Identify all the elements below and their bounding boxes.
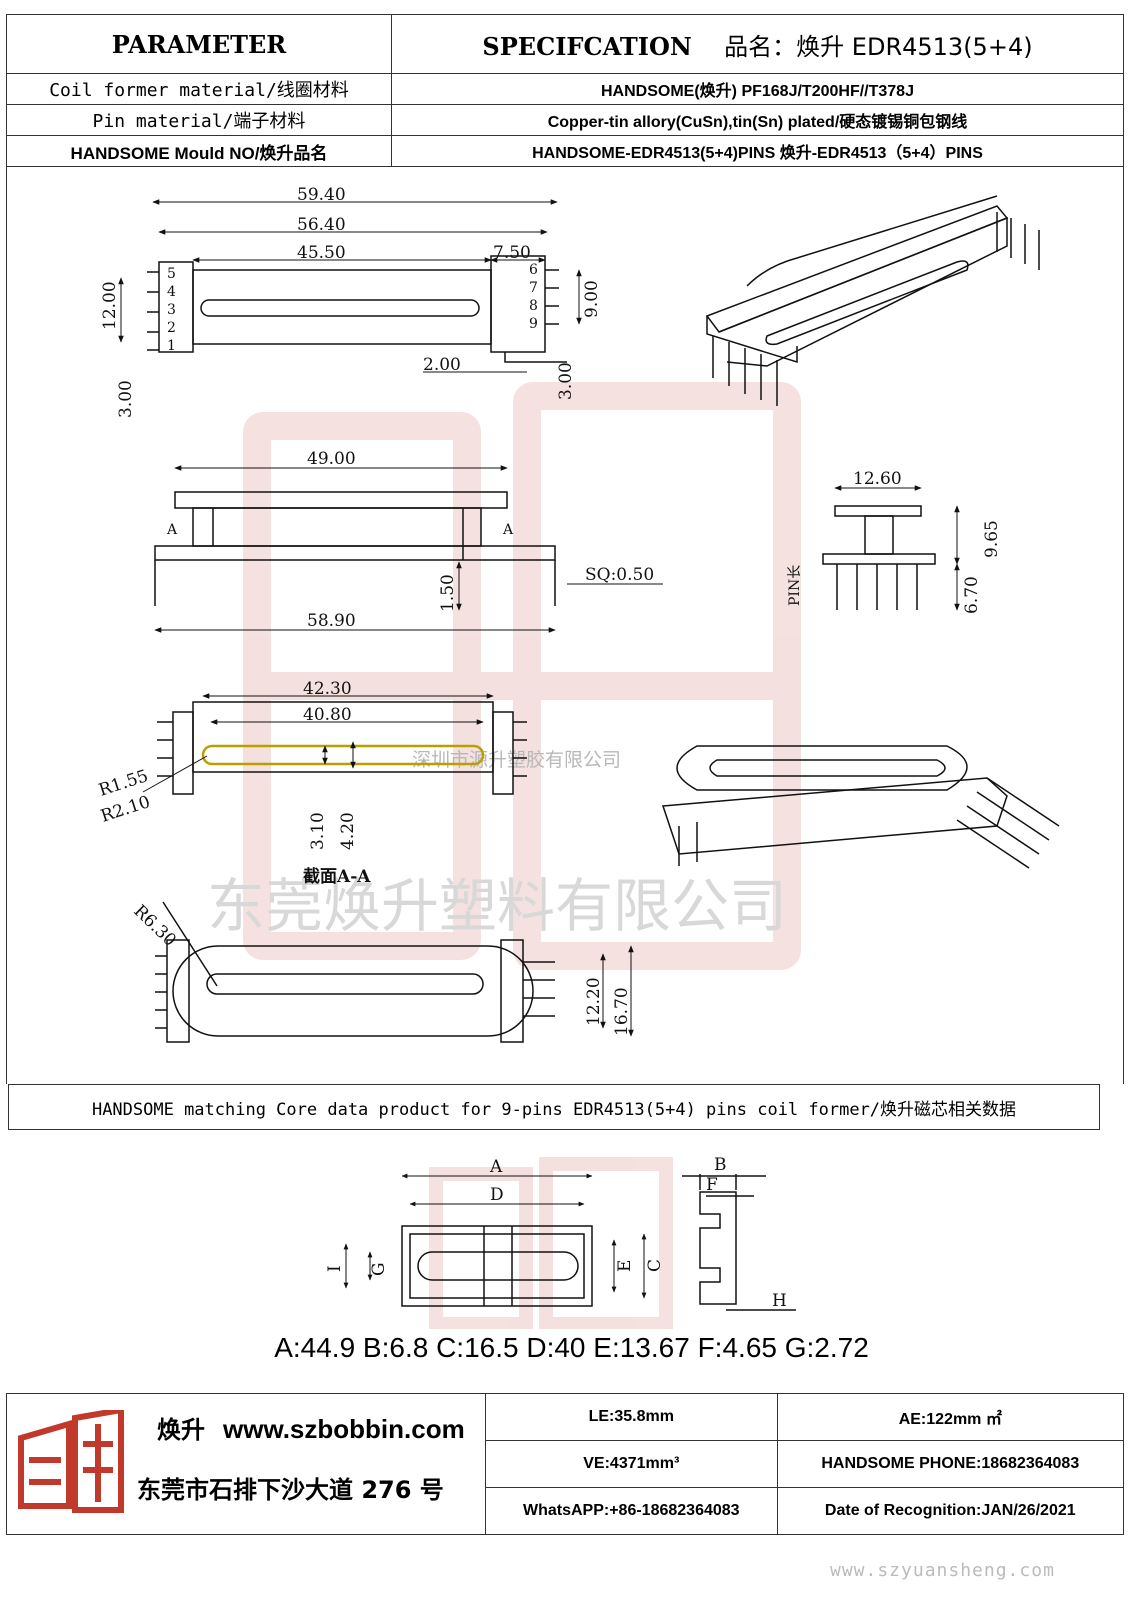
front-view-dimensions <box>154 465 663 633</box>
dim-e: 3.00 <box>116 380 136 418</box>
isometric-view-bottom <box>661 745 1060 869</box>
dim-j: 49.00 <box>307 449 356 469</box>
brand-name: 焕升 <box>157 1416 205 1444</box>
watermark-site: www.szyuansheng.com <box>830 1560 1055 1581</box>
dim-c: 45.50 <box>297 243 346 263</box>
core-letter-d: D <box>490 1185 504 1205</box>
date-value: Date of Recognition:JAN/26/2021 <box>776 1487 1125 1535</box>
core-watermark-logo <box>429 1157 673 1329</box>
pin-material-value: Copper-tin allory(CuSn),tin(Sn) plated/硬… <box>391 104 1124 136</box>
pin-2: 2 <box>167 320 176 336</box>
core-side-view <box>682 1174 796 1311</box>
core-dimensions <box>343 1173 647 1299</box>
core-values: A:44.9 B:6.8 C:16.5 D:40 E:13.67 F:4.65 … <box>274 1332 869 1363</box>
core-letter-a: A <box>489 1157 503 1177</box>
pin-9: 9 <box>529 316 538 332</box>
dim-q: 12.20 <box>584 977 604 1026</box>
top-view-dimensions <box>118 199 582 373</box>
product-name: 品名：焕升 EDR4513(5+4) <box>724 32 1033 61</box>
pin-3: 3 <box>167 302 176 318</box>
dim-t: 12.60 <box>853 469 902 489</box>
bottom-view <box>155 901 555 1043</box>
isometric-view-top <box>705 195 1040 406</box>
dim-b: 56.40 <box>297 215 346 235</box>
footer-table: 焕升 www.szbobbin.com 东莞市石排下沙大道 276 号 LE:35… <box>6 1393 1125 1535</box>
dim-f: 7.50 <box>493 243 531 263</box>
section-labels: 42.30 40.80 R1.55 R2.10 3.10 4.20 截面A-A <box>96 679 371 887</box>
dim-g: 9.00 <box>582 280 602 318</box>
section-marker-right: A <box>502 522 514 538</box>
company-address: 东莞市石排下沙大道 276 号 <box>137 1476 444 1504</box>
core-letter-g: G <box>369 1262 389 1276</box>
le-value: LE:35.8mm <box>485 1393 778 1441</box>
core-letter-i: I <box>325 1265 345 1272</box>
pin-5: 5 <box>167 266 176 282</box>
pin-1: 1 <box>167 338 176 354</box>
watermark-company: 东莞焕升塑料有限公司 <box>207 872 787 940</box>
core-letter-c: C <box>645 1259 665 1272</box>
core-drawing: A B C D E F G H I <box>325 1155 796 1329</box>
dim-p: 4.20 <box>338 812 358 850</box>
side-view <box>822 505 936 610</box>
dim-o: 3.10 <box>308 812 328 850</box>
dim-n: 40.80 <box>303 705 352 725</box>
section-marker-left: A <box>166 522 178 538</box>
core-letter-e: E <box>615 1260 635 1272</box>
spec-sheet: PARAMETER SPECIFCATION 品名：焕升 EDR4513(5+4… <box>6 14 1125 1580</box>
mould-no-value: HANDSOME-EDR4513(5+4)PINS 焕升-EDR4513（5+4… <box>391 135 1124 167</box>
spec-label: SPECIFCATION <box>482 31 692 61</box>
mould-no-label: HANDSOME Mould NO/焕升品名 <box>6 135 392 167</box>
side-view-dimensions <box>834 485 960 611</box>
ae-value: AE:122mm ㎡ <box>776 1393 1125 1441</box>
front-view-labels: 49.00 58.90 SQ:0.50 1.50 A A <box>166 449 654 631</box>
technical-drawing-area: 东莞焕升塑料有限公司 深圳市源升塑胶有限公司 <box>6 166 1124 1084</box>
brand-cell: 焕升 www.szbobbin.com 东莞市石排下沙大道 276 号 <box>6 1393 486 1535</box>
front-view <box>154 491 556 606</box>
coil-material-value: HANDSOME(焕升) PF168J/T200HF//T378J <box>391 73 1124 105</box>
dim-h: 3.00 <box>556 362 576 400</box>
pin-7: 7 <box>529 280 538 296</box>
dim-u: 6.70 <box>962 576 982 614</box>
parameter-table: PARAMETER SPECIFCATION 品名：焕升 EDR4513(5+4… <box>6 14 1124 167</box>
company-logo <box>18 1410 124 1513</box>
parameter-heading: PARAMETER <box>6 14 392 74</box>
dim-a: 59.40 <box>297 185 346 205</box>
core-letter-b: B <box>714 1155 727 1175</box>
coil-material-label: Coil former material/线圈材料 <box>6 73 392 105</box>
section-dimensions <box>142 693 494 793</box>
technical-drawing: 东莞焕升塑料有限公司 深圳市源升塑胶有限公司 <box>96 185 1060 1043</box>
pin-6: 6 <box>529 262 538 278</box>
specification-heading: SPECIFCATION 品名：焕升 EDR4513(5+4) <box>391 14 1124 74</box>
top-view-labels: 59.40 56.40 45.50 7.50 2.00 12.00 3.00 9… <box>100 185 602 418</box>
brand-line: 焕升 www.szbobbin.com <box>157 1410 465 1445</box>
core-data-title: HANDSOME matching Core data product for … <box>8 1084 1100 1130</box>
core-letter-h: H <box>772 1291 787 1311</box>
bottom-view-dimensions <box>600 945 634 1037</box>
core-letter-f: F <box>706 1175 718 1195</box>
side-view-labels: 12.60 9.65 6.70 PIN长 <box>787 469 1002 614</box>
phone-value: HANDSOME PHONE:18682364083 <box>776 1440 1125 1488</box>
pin-4: 4 <box>167 284 176 300</box>
radius-r6: R6.30 <box>130 901 180 951</box>
section-view <box>157 701 527 795</box>
section-title: 截面A-A <box>303 866 371 887</box>
dim-d: 12.00 <box>100 281 120 330</box>
dim-k: 58.90 <box>307 611 356 631</box>
website-link[interactable]: www.szbobbin.com <box>223 1414 465 1444</box>
dim-m: 42.30 <box>303 679 352 699</box>
pin-8: 8 <box>529 298 538 314</box>
core-front-view <box>401 1225 593 1307</box>
watermark-company-2: 深圳市源升塑胶有限公司 <box>412 749 621 771</box>
pin-material-label: Pin material/端子材料 <box>6 104 392 136</box>
whatsapp-value: WhatsAPP:+86-18682364083 <box>485 1487 778 1535</box>
core-letters: A B C D E F G H I <box>325 1155 787 1311</box>
ve-value: VE:4371mm³ <box>485 1440 778 1488</box>
dim-r: 16.70 <box>612 987 632 1036</box>
pin-length-label: PIN长 <box>787 565 803 606</box>
dim-i: 2.00 <box>423 355 461 375</box>
top-view <box>147 255 567 363</box>
dim-s: 9.65 <box>982 520 1002 558</box>
dim-l: SQ:0.50 <box>585 565 654 585</box>
dim-v150: 1.50 <box>438 574 458 612</box>
